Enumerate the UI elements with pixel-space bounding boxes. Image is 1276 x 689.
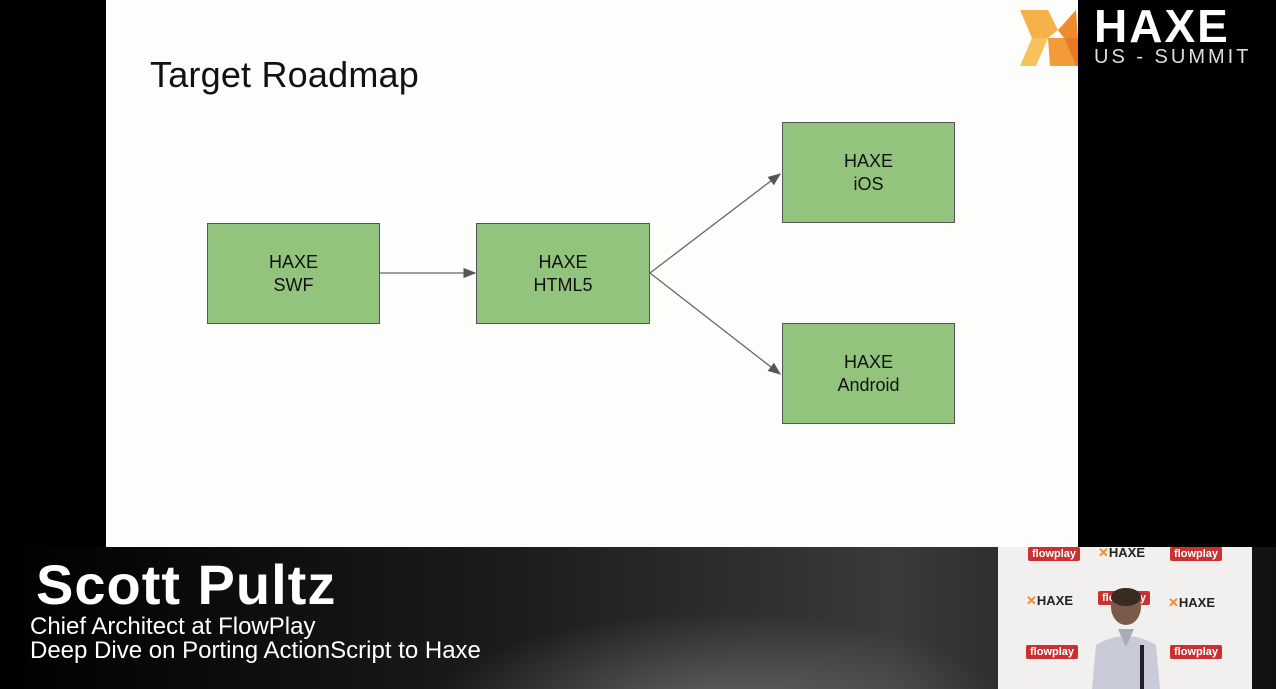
speaker-camera-feed: flowplay ✕HAXE flowplay ✕HAXE flowplay ✕… [998, 547, 1252, 689]
backdrop-haxe-logo: ✕HAXE [1026, 593, 1073, 609]
speaker-figure [1078, 585, 1174, 689]
node-line1: HAXE [844, 150, 893, 173]
arrow-html5-to-android [650, 273, 780, 374]
node-line2: HTML5 [533, 274, 592, 297]
speaker-name: Scott Pultz [36, 554, 336, 616]
node-haxe-swf: HAXE SWF [207, 223, 380, 324]
backdrop-flowplay-logo: flowplay [1170, 645, 1222, 659]
node-line2: Android [837, 374, 899, 397]
node-line1: HAXE [538, 251, 587, 274]
talk-title: Deep Dive on Porting ActionScript to Hax… [30, 638, 481, 664]
backdrop-haxe-logo: ✕HAXE [1098, 547, 1145, 561]
node-line1: HAXE [269, 251, 318, 274]
logo-wordmark: HAXE [1094, 2, 1230, 50]
arrow-html5-to-ios [650, 174, 780, 273]
backdrop-flowplay-logo: flowplay [1026, 645, 1078, 659]
slide: Target Roadmap HAXE SWF HAXE HTML5 HAXE … [106, 0, 1078, 547]
node-line2: iOS [853, 173, 883, 196]
node-haxe-html5: HAXE HTML5 [476, 223, 650, 324]
logo-subtitle: US - SUMMIT [1094, 46, 1251, 69]
node-line1: HAXE [844, 351, 893, 374]
backdrop-flowplay-logo: flowplay [1028, 547, 1080, 561]
node-line2: SWF [274, 274, 314, 297]
backdrop-flowplay-logo: flowplay [1170, 547, 1222, 561]
node-haxe-android: HAXE Android [782, 323, 955, 424]
node-haxe-ios: HAXE iOS [782, 122, 955, 223]
backdrop-haxe-logo: ✕HAXE [1168, 595, 1215, 611]
